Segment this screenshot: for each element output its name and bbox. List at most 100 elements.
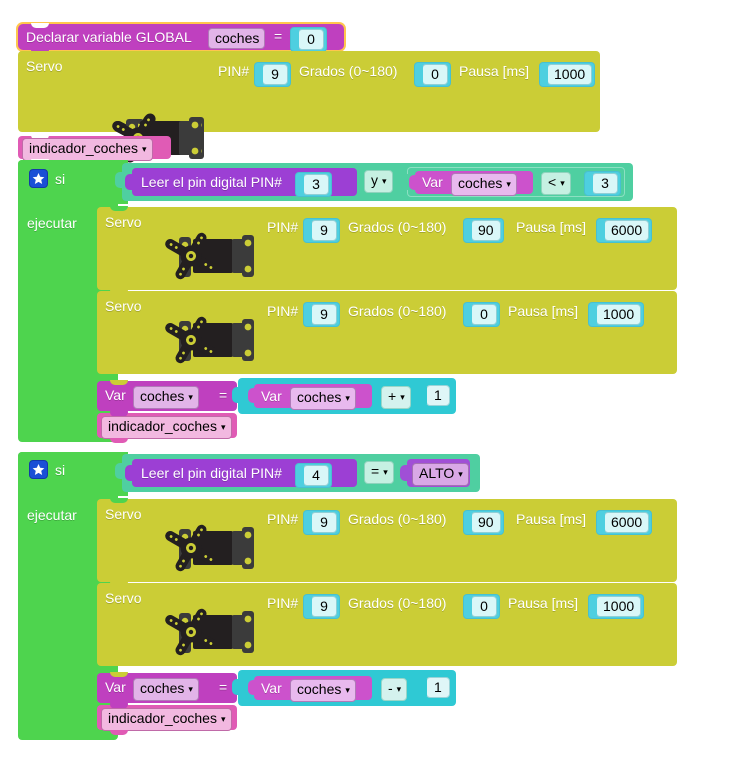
- digital-level-field[interactable]: ALTO▾: [412, 463, 469, 486]
- servo-pause-host[interactable]: 1000: [588, 594, 645, 619]
- math-operand-host-1[interactable]: 1: [420, 385, 450, 406]
- servo-pin-field[interactable]: 9: [311, 304, 337, 325]
- variable-name-field-1[interactable]: coches▾: [451, 173, 517, 196]
- value-plug-icon: [598, 222, 605, 239]
- servo-degrees-host[interactable]: 90: [463, 218, 504, 243]
- servo-pause-host[interactable]: 1000: [588, 302, 645, 327]
- servo-block-2b[interactable]: Servo: [97, 582, 677, 666]
- servo-degrees-field[interactable]: 0: [422, 64, 448, 85]
- value-plug-icon: [297, 176, 304, 193]
- math-operand-host-2[interactable]: 1: [420, 677, 450, 698]
- set-var-name-field-1[interactable]: coches▾: [133, 386, 199, 409]
- set-variable-block-2[interactable]: Var coches▾ =: [97, 672, 237, 708]
- declare-global-variable-field[interactable]: coches: [208, 28, 266, 49]
- servo-pause-host[interactable]: 6000: [596, 510, 653, 535]
- math-operand-field-1[interactable]: 1: [426, 385, 450, 406]
- servo-block-1b[interactable]: Servo: [97, 290, 677, 374]
- servo-pause-field[interactable]: 1000: [596, 304, 642, 325]
- read-pin-field-2[interactable]: 4: [303, 465, 329, 486]
- logic-compare-block-1[interactable]: Var coches▾ <▾ 3: [401, 167, 625, 197]
- servo-degrees-host[interactable]: 0: [463, 594, 500, 619]
- value-plug-icon: [598, 514, 605, 531]
- servo-pause-host[interactable]: 6000: [596, 218, 653, 243]
- servo-pin-field[interactable]: 9: [262, 64, 288, 85]
- call-indicador-coches-block-3[interactable]: indicador_coches▾: [97, 704, 237, 735]
- servo-block-2a[interactable]: Servo: [97, 498, 677, 582]
- servo-motor-icon: [149, 311, 261, 373]
- servo-degrees-host[interactable]: 0: [463, 302, 500, 327]
- variable-text: coches: [297, 681, 342, 697]
- read-pin-field-1[interactable]: 3: [303, 174, 329, 195]
- servo-pause-label: Pausa [ms]: [459, 63, 530, 79]
- digital-level-block[interactable]: ALTO▾: [400, 459, 470, 487]
- servo-pause-field[interactable]: 1000: [596, 596, 642, 617]
- math-operator-field-2[interactable]: -▾: [381, 678, 408, 701]
- servo-degrees-host[interactable]: 90: [463, 510, 504, 535]
- servo-degrees-field[interactable]: 90: [471, 512, 501, 533]
- servo-pin-host[interactable]: 9: [303, 510, 340, 535]
- servo-degrees-host[interactable]: 0: [414, 62, 451, 87]
- servo-pin-host[interactable]: 9: [303, 218, 340, 243]
- call-indicador-coches-name-1[interactable]: indicador_coches▾: [22, 138, 153, 161]
- var-label-3: Var: [261, 680, 282, 696]
- logic-compare-block-2[interactable]: Leer el pin digital PIN# 4 =▾ ALTO▾: [115, 454, 480, 492]
- math-operand-field-2[interactable]: 1: [426, 677, 450, 698]
- chevron-down-icon: ▾: [220, 714, 226, 724]
- servo-pin-field[interactable]: 9: [311, 512, 337, 533]
- servo-degrees-field[interactable]: 0: [471, 596, 497, 617]
- servo-pin-field[interactable]: 9: [311, 596, 337, 617]
- set-var-equals-2: =: [219, 679, 228, 695]
- comparator-field-1[interactable]: <▾: [541, 172, 571, 195]
- chevron-down-icon: ▾: [188, 392, 193, 402]
- servo-pin-host[interactable]: 9: [254, 62, 291, 87]
- math-arithmetic-block-2[interactable]: Var coches▾ -▾ 1: [232, 670, 456, 706]
- math-arithmetic-block-1[interactable]: Var coches▾ +▾ 1: [232, 378, 456, 414]
- call-indicador-coches-name-3[interactable]: indicador_coches▾: [101, 708, 232, 731]
- variable-get-block-1[interactable]: Var coches▾: [409, 171, 533, 196]
- set-variable-block-1[interactable]: Var coches▾ =: [97, 380, 237, 416]
- variable-name-field-3[interactable]: coches▾: [290, 679, 356, 702]
- variable-get-block-3[interactable]: Var coches▾: [248, 676, 372, 702]
- servo-label: Servo: [26, 58, 63, 74]
- variable-text: coches: [140, 680, 185, 696]
- logic-and-operator-1[interactable]: y▾: [364, 170, 393, 193]
- servo-pin-host[interactable]: 9: [303, 302, 340, 327]
- value-plug-icon: [465, 306, 472, 323]
- declare-global-value-host[interactable]: 0: [290, 27, 327, 52]
- servo-pause-field[interactable]: 6000: [604, 220, 650, 241]
- math-operator-field-1[interactable]: +▾: [381, 386, 411, 409]
- servo-degrees-field[interactable]: 90: [471, 220, 501, 241]
- declare-global-equals: =: [274, 28, 283, 44]
- read-pin-host-1[interactable]: 3: [295, 172, 332, 197]
- servo-label: Servo: [105, 590, 142, 606]
- read-digital-pin-block-1[interactable]: Leer el pin digital PIN# 3: [125, 168, 357, 197]
- compare-value-field-1[interactable]: 3: [592, 173, 618, 194]
- comparator-field-2[interactable]: =▾: [364, 461, 394, 484]
- variable-get-block-2[interactable]: Var coches▾: [248, 384, 372, 410]
- read-pin-host-2[interactable]: 4: [295, 463, 332, 488]
- call-indicador-coches-block-1[interactable]: indicador_coches▾: [18, 135, 171, 164]
- declare-global-variable-block[interactable]: Declarar variable GLOBAL coches = 0: [18, 23, 344, 55]
- variable-name-field-2[interactable]: coches▾: [290, 387, 356, 410]
- read-digital-pin-block-2[interactable]: Leer el pin digital PIN# 4: [125, 459, 357, 488]
- servo-block-top[interactable]: Servo: [18, 51, 600, 163]
- call-indicador-coches-name-2[interactable]: indicador_coches▾: [101, 416, 232, 439]
- compare-value-host-1[interactable]: 3: [584, 171, 621, 196]
- servo-pause-field[interactable]: 6000: [604, 512, 650, 533]
- servo-pin-field[interactable]: 9: [311, 220, 337, 241]
- star-icon[interactable]: [29, 460, 48, 479]
- servo-pause-field[interactable]: 1000: [547, 64, 593, 85]
- set-var-name-field-2[interactable]: coches▾: [133, 678, 199, 701]
- set-var-equals-1: =: [219, 387, 228, 403]
- star-icon[interactable]: [29, 169, 48, 188]
- call-indicador-coches-block-2[interactable]: indicador_coches▾: [97, 412, 237, 443]
- value-plug-icon: [305, 222, 312, 239]
- servo-block-1a[interactable]: Servo: [97, 206, 677, 290]
- servo-degrees-field[interactable]: 0: [471, 304, 497, 325]
- declare-global-value-field[interactable]: 0: [298, 29, 324, 50]
- variable-text: coches: [297, 389, 342, 405]
- logic-and-block-1[interactable]: Leer el pin digital PIN# 3 y▾ Var coches…: [115, 163, 633, 201]
- servo-pause-host[interactable]: 1000: [539, 62, 596, 87]
- servo-pin-host[interactable]: 9: [303, 594, 340, 619]
